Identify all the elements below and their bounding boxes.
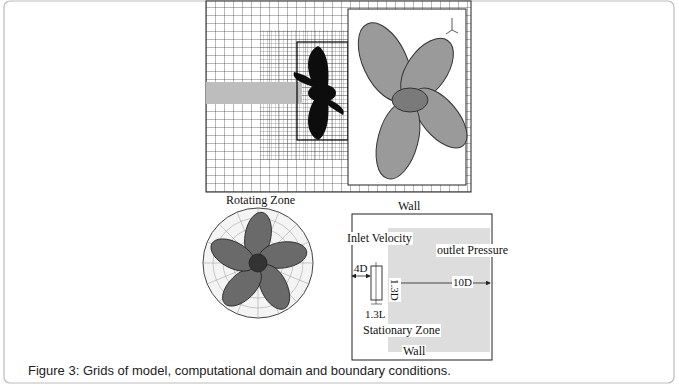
figure-caption: Figure 3: Grids of model, computational …: [28, 364, 451, 378]
dimension-label: 1.3D: [389, 278, 401, 302]
zone-label: Stationary Zone: [362, 324, 441, 337]
dimension-label: 10D: [452, 276, 473, 288]
zone-label: Rotating Zone: [226, 194, 295, 207]
boundary-label: Wall: [402, 345, 426, 358]
dimension-label: 1.3L: [364, 308, 386, 320]
boundary-label: Inlet Velocity: [346, 232, 413, 245]
boundary-label: outlet Pressure: [436, 244, 509, 257]
boundary-label: Wall: [398, 200, 420, 213]
dimension-label: 4D: [354, 262, 367, 274]
